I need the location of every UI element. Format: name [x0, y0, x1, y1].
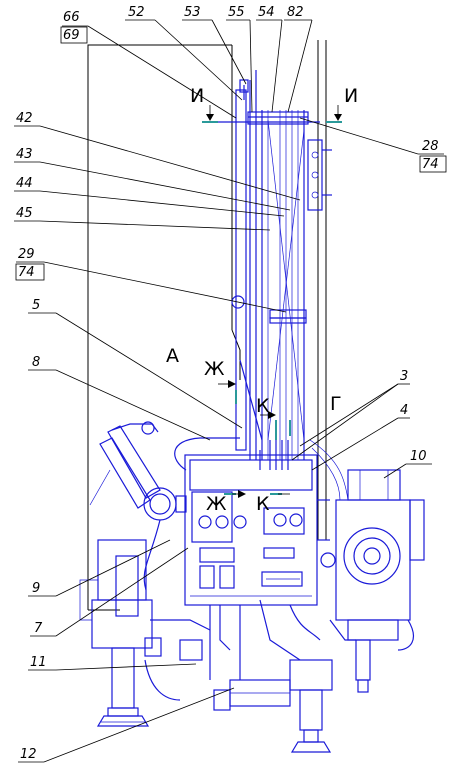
section-i-right: И — [344, 85, 358, 107]
callout-55: 55 — [228, 5, 245, 20]
callout-8: 8 — [32, 355, 40, 370]
section-zh-top: Ж — [204, 358, 225, 380]
callout-9: 9 — [32, 581, 40, 596]
mast — [210, 70, 332, 460]
callout-69: 69 — [63, 28, 80, 43]
callout-74-right: 74 — [422, 157, 439, 172]
callout-42: 42 — [16, 111, 33, 126]
section-g: Г — [330, 393, 342, 415]
callout-44: 44 — [16, 176, 33, 191]
callout-fraction-boxes — [15, 26, 447, 281]
pump-unit — [329, 469, 425, 693]
callout-74-left: 74 — [18, 265, 35, 280]
callout-53: 53 — [184, 5, 201, 20]
section-a: А — [166, 345, 179, 367]
callout-10: 10 — [410, 449, 427, 464]
callout-5: 5 — [32, 298, 40, 313]
right-support-leg — [213, 659, 333, 753]
callout-45: 45 — [16, 206, 33, 221]
frame-outline — [87, 40, 327, 611]
callout-28: 28 — [422, 139, 439, 154]
callout-52: 52 — [128, 5, 145, 20]
callout-29: 29 — [18, 247, 35, 262]
callout-7: 7 — [34, 621, 43, 636]
left-support-leg — [91, 539, 203, 727]
section-i-left: И — [190, 85, 204, 107]
callout-11: 11 — [30, 655, 47, 670]
callout-54: 54 — [258, 5, 275, 20]
section-arrows — [206, 105, 342, 498]
callout-3: 3 — [400, 369, 408, 384]
section-k-mid: К — [256, 493, 270, 515]
tilt-cylinder — [89, 421, 161, 509]
callout-labels: 66 69 52 53 55 54 82 42 43 44 45 29 74 5… — [16, 5, 439, 762]
section-zh-mid: Ж — [206, 493, 227, 515]
callout-4: 4 — [400, 403, 408, 418]
callout-43: 43 — [16, 147, 33, 162]
hose-reel — [143, 487, 187, 521]
callout-82: 82 — [287, 5, 304, 20]
section-letters: И И А Ж К Г Ж К — [166, 85, 358, 515]
callout-66: 66 — [63, 10, 80, 25]
section-k-top: К — [256, 395, 270, 417]
callout-12: 12 — [20, 747, 37, 762]
hydraulic-lines — [79, 437, 414, 701]
leader-lines — [14, 19, 444, 763]
control-panel — [184, 454, 336, 606]
